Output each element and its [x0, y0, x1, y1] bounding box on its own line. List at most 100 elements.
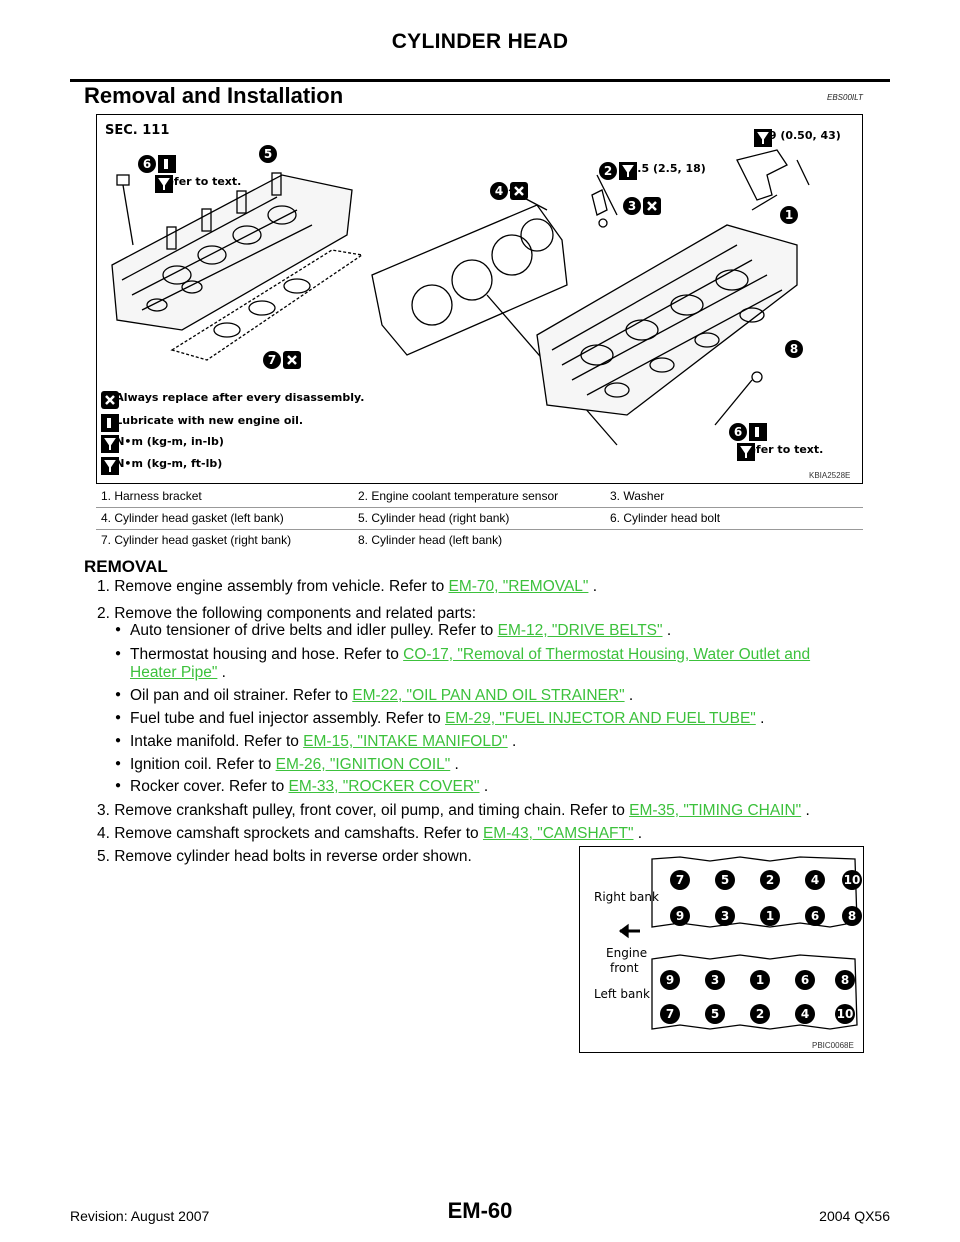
cylinder-head-drawing [111, 149, 810, 446]
step-text: 3. Remove crankshaft pulley, front cover… [97, 802, 630, 819]
bolt-number: 2 [760, 870, 780, 890]
bolt-number: 9 [670, 906, 690, 926]
torque-top-value: 4.9 (0.50, 43) [757, 129, 841, 142]
refer-text-bottom: Refer to text. [737, 443, 824, 461]
bolt-order-outline [618, 856, 858, 1030]
legend-torque-ft-lb: : N•m (kg-m, ft-lb) [101, 457, 223, 475]
header-rule [70, 79, 890, 82]
footer-revision: Revision: August 2007 [70, 1208, 210, 1224]
ref-link-em43[interactable]: EM-43, "CAMSHAFT" [482, 825, 634, 842]
bullet-end: . [217, 664, 226, 681]
ref-link-co17-cont[interactable]: Heater Pipe" [130, 664, 218, 681]
bullet-text: Thermostat housing and hose. Refer to [130, 646, 404, 663]
step-1: 1. Remove engine assembly from vehicle. … [97, 578, 597, 596]
legend-torque-in-lb-text: : N•m (kg-m, in-lb) [107, 435, 224, 448]
legend-lubricate: : Lubricate with new engine oil. [101, 414, 304, 432]
bullet-end: . [624, 687, 634, 704]
torque-ft-lb-icon [101, 457, 119, 475]
table-cell: 4. Cylinder head gasket (left bank) [101, 511, 284, 525]
list-item: Fuel tube and fuel injector assembly. Re… [115, 710, 764, 728]
refer-text-top-label: Refer to text. [158, 175, 242, 188]
legend-replace: : Always replace after every disassembly… [101, 391, 365, 409]
callout-3: 3 [623, 197, 641, 215]
torque-spec-sensor: 24.5 (2.5, 18) [619, 162, 706, 180]
ref-link-em26[interactable]: EM-26, "IGNITION COIL" [275, 756, 451, 773]
torque-icon [155, 175, 173, 193]
right-bank-label: Right bank [594, 890, 659, 904]
bolt-number: 3 [715, 906, 735, 926]
callout-5: 5 [259, 145, 277, 163]
ref-link-em35[interactable]: EM-35, "TIMING CHAIN" [629, 802, 802, 819]
ref-link-co17[interactable]: CO-17, "Removal of Thermostat Housing, W… [403, 646, 811, 663]
lubricate-icon [749, 423, 767, 441]
bullet-text: Ignition coil. Refer to [130, 756, 276, 773]
replace-icon [101, 391, 119, 409]
torque-icon [737, 443, 755, 461]
list-item-continuation: Heater Pipe" . [130, 664, 226, 682]
bolt-number: 1 [750, 970, 770, 990]
legend-torque-in-lb: : N•m (kg-m, in-lb) [101, 435, 224, 453]
table-cell: 1. Harness bracket [101, 489, 202, 503]
bullet-text: Rocker cover. Refer to [130, 778, 289, 795]
bolt-number: 8 [835, 970, 855, 990]
torque-spec-bracket: 4.9 (0.50, 43) [754, 129, 841, 147]
ref-link-em22[interactable]: EM-22, "OIL PAN AND OIL STRAINER" [352, 687, 625, 704]
bolt-number: 4 [795, 1004, 815, 1024]
figure-code: KBIA2528E [809, 471, 851, 480]
step-text: 1. Remove engine assembly from vehicle. … [97, 578, 449, 595]
lubricate-icon [101, 414, 119, 432]
ref-link-em33[interactable]: EM-33, "ROCKER COVER" [288, 778, 480, 795]
bolt-number: 6 [795, 970, 815, 990]
step-end: . [633, 825, 643, 842]
table-row: 4. Cylinder head gasket (left bank) 5. C… [96, 508, 863, 530]
bolt-number: 10 [835, 1004, 855, 1024]
page-header-title: CYLINDER HEAD [391, 30, 569, 53]
step-5: 5. Remove cylinder head bolts in reverse… [97, 848, 472, 866]
step-end: . [801, 802, 810, 819]
legend-replace-text: : Always replace after every disassembly… [107, 391, 365, 404]
refer-text-top: Refer to text. [155, 175, 242, 193]
table-row: 1. Harness bracket 2. Engine coolant tem… [96, 486, 863, 508]
callout-7: 7 [263, 351, 281, 369]
step-4: 4. Remove camshaft sprockets and camshaf… [97, 825, 642, 843]
list-item: Auto tensioner of drive belts and idler … [115, 622, 672, 640]
legend-lubricate-text: : Lubricate with new engine oil. [107, 414, 304, 427]
table-cell: 3. Washer [610, 489, 665, 503]
callout-6-top: 6 [138, 155, 156, 173]
step-text: 2. Remove the following components and r… [97, 605, 477, 622]
bolt-number: 1 [760, 906, 780, 926]
bolt-number: 7 [660, 1004, 680, 1024]
bolt-order-figure: Right bank Engine front Left bank 7 5 2 … [579, 846, 864, 1053]
torque-in-lb-icon [754, 129, 772, 147]
bolt-number: 6 [805, 906, 825, 926]
footer-model: 2004 QX56 [819, 1208, 890, 1224]
legend-torque-ft-lb-text: : N•m (kg-m, ft-lb) [107, 457, 223, 470]
replace-icon [510, 182, 528, 200]
table-cell: 6. Cylinder head bolt [610, 511, 721, 525]
step-end: . [588, 578, 598, 595]
ref-link-em70[interactable]: EM-70, "REMOVAL" [448, 578, 589, 595]
section-code: EBS00ILT [827, 93, 863, 102]
bolt-number: 5 [715, 870, 735, 890]
list-item: Rocker cover. Refer to EM-33, "ROCKER CO… [115, 778, 488, 796]
bullet-end: . [662, 622, 672, 639]
list-item: Oil pan and oil strainer. Refer to EM-22… [115, 687, 634, 705]
left-bank-label: Left bank [594, 987, 650, 1001]
engine-front-label-2: front [610, 961, 639, 975]
step-3: 3. Remove crankshaft pulley, front cover… [97, 802, 810, 820]
ref-link-em29[interactable]: EM-29, "FUEL INJECTOR AND FUEL TUBE" [445, 710, 756, 727]
bolt-number: 10 [842, 870, 862, 890]
section-title: Removal and Installation [84, 83, 344, 108]
ref-link-em12[interactable]: EM-12, "DRIVE BELTS" [497, 622, 663, 639]
bullet-text: Oil pan and oil strainer. Refer to [130, 687, 353, 704]
bolt-number: 7 [670, 870, 690, 890]
removal-title: REMOVAL [84, 557, 168, 576]
ref-link-em15[interactable]: EM-15, "INTAKE MANIFOLD" [303, 733, 508, 750]
list-item: Thermostat housing and hose. Refer to CO… [115, 646, 811, 664]
refer-text-bottom-label: Refer to text. [740, 443, 824, 456]
torque-sensor-value: 24.5 (2.5, 18) [622, 162, 706, 175]
callout-8: 8 [785, 340, 803, 358]
replace-icon [283, 351, 301, 369]
callout-1: 1 [780, 206, 798, 224]
bullet-end: . [507, 733, 517, 750]
